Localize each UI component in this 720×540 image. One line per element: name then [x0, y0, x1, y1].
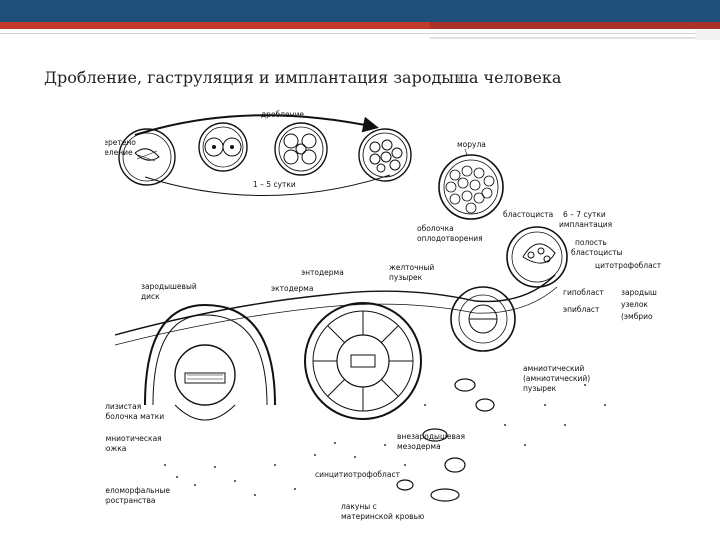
label-lacunae-2: материнской кровью — [341, 512, 424, 521]
label-spindle-1: веретено — [105, 138, 136, 147]
label-morula: морула — [457, 140, 486, 149]
label-cytotrophoblast: цитотрофобласт — [595, 261, 661, 270]
embryo-development-diagram: дробление 1 – 5 сутки веретено деление — [105, 110, 661, 521]
multi-cell-stage — [274, 122, 328, 176]
two-cell-stage — [198, 122, 248, 172]
days-1-5-arc — [144, 174, 391, 196]
label-yolk-sac-2: пузырек — [389, 273, 423, 282]
label-embryo-node-1: зародыш — [621, 288, 657, 297]
cleavage-arrow — [134, 114, 379, 136]
header-red-band — [0, 22, 720, 29]
label-entoderm: энтодерма — [301, 268, 344, 277]
uterine-wall-inner — [114, 286, 558, 346]
label-fertilization-envelope-2: оплодотворения — [417, 234, 483, 243]
label-germ-disc-1: зародышевый — [141, 282, 197, 291]
label-blastocoel-2: бластоцисты — [571, 248, 623, 257]
label-days-6-7: 6 – 7 сутки — [563, 210, 606, 219]
implanted-embryo — [144, 303, 276, 421]
title-marker-icon — [458, 75, 462, 83]
label-amniotic-1: амниотический — [523, 364, 584, 373]
label-spindle-2: деление — [105, 148, 133, 157]
label-yolk-sac-1: желточный — [389, 263, 434, 272]
label-amniotic-3: пузырек — [523, 384, 557, 393]
label-blastocoel-1: полость — [575, 238, 607, 247]
label-blastocyst: бластоциста — [503, 210, 553, 219]
slide-title: Дробление, гаструляция и имплантация зар… — [44, 68, 562, 87]
header-blue-band — [0, 0, 720, 22]
label-cleavage: дробление — [261, 110, 304, 119]
label-villi-2: пространства — [105, 496, 156, 505]
label-villi-1: теломорфальные — [105, 486, 170, 495]
label-mucosa-1: слизистая — [105, 402, 141, 411]
label-extraembryonic-2: мезодерма — [397, 442, 441, 451]
label-amniotic-2: (амниотический) — [523, 374, 590, 383]
label-extraembryonic-1: внезародышевая — [397, 432, 465, 441]
label-lacunae-1: лакуны с — [341, 502, 377, 511]
label-embryo-node-3: (эмбрио — [621, 312, 653, 321]
label-implantation: имплантация — [559, 220, 612, 229]
header-divider-line-accent — [430, 37, 720, 39]
label-germ-disc-2: диск — [141, 292, 160, 301]
label-embryo-node-2: узелок — [621, 300, 648, 309]
endometrium-texture — [164, 384, 606, 496]
label-fertilization-envelope-1: оболочка — [417, 224, 454, 233]
header-red-band-accent — [430, 22, 720, 29]
label-syncytiotrophoblast: синцитиотрофобласт — [315, 470, 401, 479]
zygote-stage — [118, 128, 176, 186]
morula — [438, 154, 504, 220]
early-implanted-blastocyst — [450, 286, 516, 352]
header-corner-tab — [695, 30, 720, 40]
maternal-blood-lacunae — [396, 378, 495, 502]
label-amniotic-leg-2: ножка — [105, 444, 126, 453]
gastrulation-vesicle — [304, 302, 422, 420]
label-epiblast: эпибласт — [563, 305, 600, 314]
label-hypoblast: гипобласт — [563, 288, 604, 297]
header-divider-line — [0, 33, 720, 34]
label-days-1-5: 1 – 5 сутки — [253, 180, 296, 189]
uterine-wall — [114, 274, 556, 336]
late-cleavage-stage — [358, 128, 412, 182]
blastocyst-implanting — [506, 226, 568, 288]
label-amniotic-leg-1: амниотическая — [105, 434, 162, 443]
slide-header-bar — [0, 0, 720, 40]
label-ectoderm: эктодерма — [271, 284, 313, 293]
label-mucosa-2: оболочка матки — [105, 412, 164, 421]
